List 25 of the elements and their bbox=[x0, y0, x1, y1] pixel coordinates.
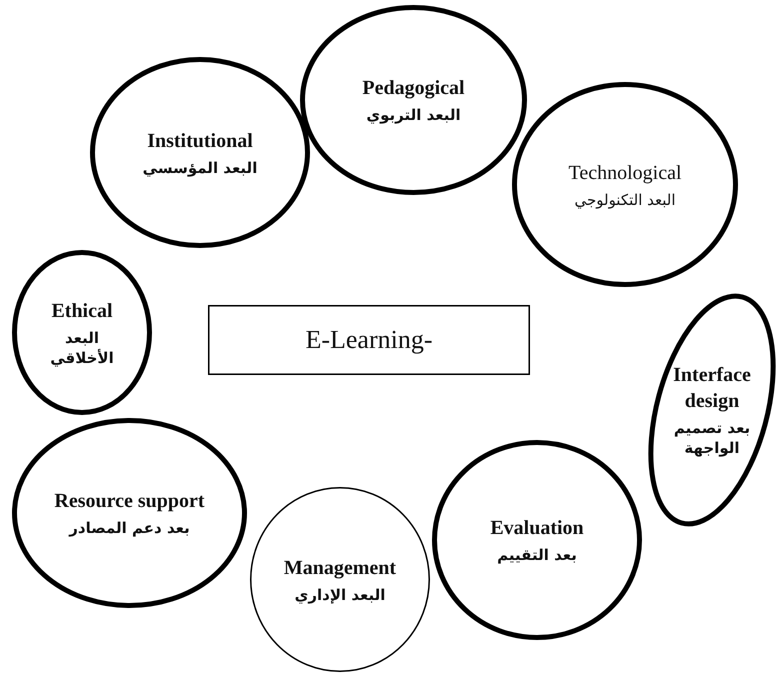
arabic-label: بعد دعم المصادر bbox=[69, 518, 190, 538]
arabic-label: بعد تصميم الواجهة bbox=[672, 418, 752, 458]
title-box bbox=[208, 305, 530, 375]
dimension-name: Technological bbox=[568, 160, 682, 186]
ellipse-node bbox=[12, 250, 152, 415]
ellipse-node bbox=[512, 82, 738, 287]
arabic-label: البعد المؤسسي bbox=[142, 158, 258, 178]
dimension-name: Ethical bbox=[51, 298, 113, 324]
dimension-name: Pedagogical bbox=[362, 76, 465, 101]
ellipse-node bbox=[90, 57, 310, 248]
arabic-label: البعد الإداري bbox=[294, 584, 386, 604]
dimension-name: Institutional bbox=[147, 128, 253, 154]
arabic-label: البعد الأخلاقي bbox=[49, 328, 115, 368]
dimension-name: Evaluation bbox=[490, 516, 584, 541]
arabic-label: البعد التكنولوجي bbox=[574, 190, 676, 210]
arabic-label: بعد التقييم bbox=[497, 545, 577, 565]
ellipse-node bbox=[300, 5, 527, 195]
center-label: E-Learning- bbox=[305, 324, 433, 356]
dimension-name: Management bbox=[284, 556, 396, 580]
dimension-name: Interface design bbox=[672, 363, 752, 414]
ellipse-node bbox=[432, 440, 642, 640]
arabic-label: البعد التربوي bbox=[366, 105, 461, 125]
ellipse-node bbox=[12, 418, 247, 608]
ellipse-node bbox=[250, 487, 430, 672]
dimension-name: Resource support bbox=[54, 489, 205, 514]
